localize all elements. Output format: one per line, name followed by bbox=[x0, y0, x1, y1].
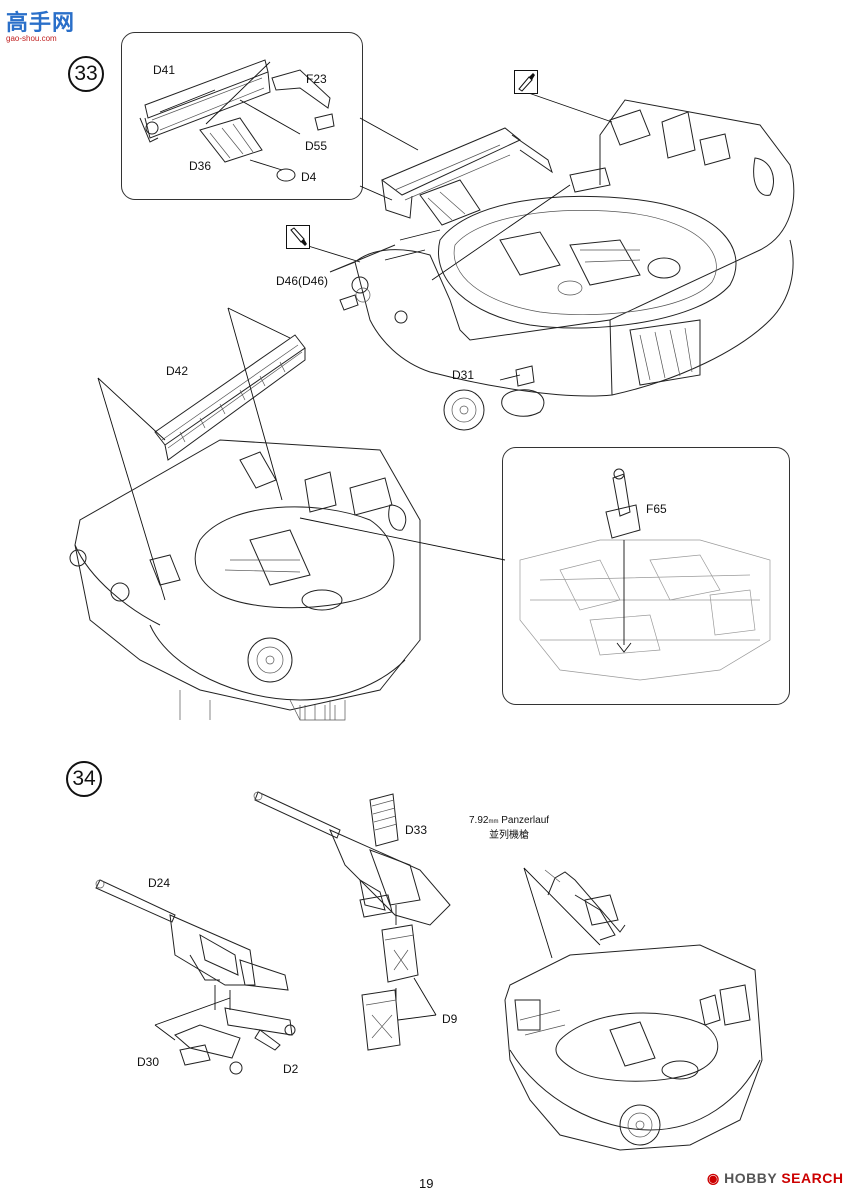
hobbysearch-watermark: ◉ HOBBY SEARCH bbox=[707, 1170, 843, 1187]
step-number-33: 33 bbox=[68, 56, 104, 92]
part-label-d36: D36 bbox=[189, 159, 212, 173]
site-logo-text: 高手网 bbox=[6, 10, 76, 36]
coax-mg-note: 7.92mm Panzerlauf 並列機槍 bbox=[469, 814, 549, 843]
part-label-d2: D2 bbox=[283, 1062, 299, 1076]
coax-mg-unit: mm bbox=[488, 819, 499, 825]
turret-step33-lower bbox=[69, 307, 506, 721]
part-label-d30: D30 bbox=[137, 1055, 160, 1069]
coax-mg-name: Panzerlauf bbox=[501, 815, 550, 826]
part-label-f65: F65 bbox=[646, 502, 667, 516]
page-number: 19 bbox=[419, 1176, 434, 1191]
part-label-d4: D4 bbox=[301, 170, 317, 184]
part-label-d46: D46(D46) bbox=[276, 274, 329, 288]
callout-detail-f65 bbox=[502, 447, 790, 705]
step-number-34: 34 bbox=[66, 761, 102, 797]
gun-d33-assembly bbox=[253, 791, 451, 1051]
site-logo-url: gao-shou.com bbox=[6, 34, 57, 43]
knife-icon bbox=[286, 225, 310, 249]
turret-step34 bbox=[504, 867, 763, 1151]
part-label-f23: F23 bbox=[306, 72, 327, 86]
turret-step33 bbox=[304, 89, 795, 431]
part-label-d41: D41 bbox=[153, 63, 176, 77]
part-label-d9: D9 bbox=[442, 1012, 458, 1026]
part-label-d42: D42 bbox=[166, 364, 189, 378]
site-logo: 高手网 gao-shou.com bbox=[6, 5, 75, 43]
coax-mg-size: 7.92 bbox=[469, 815, 489, 826]
knife-icon bbox=[514, 70, 538, 94]
f65-detail bbox=[519, 468, 771, 681]
gun-d24-assembly bbox=[95, 879, 296, 1075]
part-label-d33: D33 bbox=[405, 823, 428, 837]
watermark-brand2: SEARCH bbox=[781, 1170, 844, 1186]
part-label-d55: D55 bbox=[305, 139, 328, 153]
mg-mount-detail bbox=[139, 59, 335, 182]
hobbysearch-logo-icon: ◉ bbox=[707, 1170, 720, 1186]
part-label-d31: D31 bbox=[452, 368, 475, 382]
coax-mg-cn: 並列機槍 bbox=[489, 830, 529, 841]
watermark-brand: HOBBY bbox=[724, 1170, 777, 1186]
part-label-d24: D24 bbox=[148, 876, 171, 890]
